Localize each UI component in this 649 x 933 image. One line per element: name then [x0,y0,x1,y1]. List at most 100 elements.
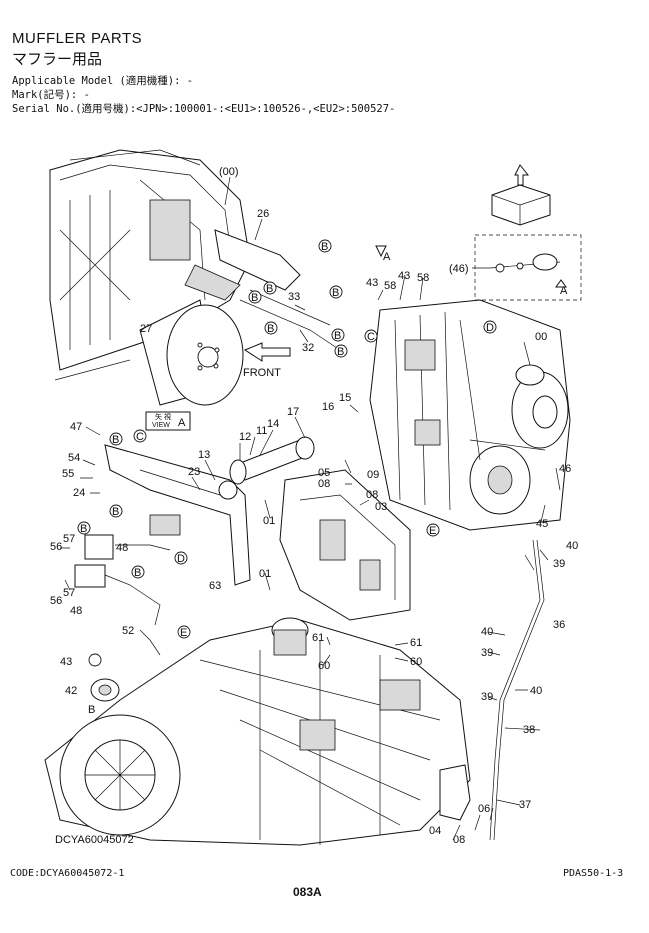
callout: 15 [339,392,351,404]
bracket-26-drawing [184,229,341,351]
callout: 09 [367,469,379,481]
callout: 42 [65,685,77,697]
svg-text:C: C [367,331,375,343]
page-title-japanese: マフラー用品 [12,51,103,68]
serial-number-field: Serial No.(適用号機):<JPN>:100001-:<EU1>:100… [12,103,396,115]
svg-text:D: D [177,553,185,565]
svg-text:E: E [180,627,187,639]
callout: 40 [566,540,578,552]
callout: 08 [366,489,378,501]
callout: (46) [449,263,469,275]
detail-46-drawing [489,253,561,273]
callout: 58 [417,272,429,284]
view-marker-a: A [375,245,391,263]
orientation-cube-icon [491,164,551,226]
callout: 04 [429,825,441,837]
callout: 60 [318,660,330,672]
callout: 47 [70,421,82,433]
svg-text:B: B [321,241,328,253]
callout: 39 [481,691,493,703]
callout: 58 [384,280,396,292]
exhaust-pipe-drawing [218,436,315,500]
callout: 61 [312,632,324,644]
callout: 13 [198,449,210,461]
callout: 01 [259,568,271,580]
callout: 55 [62,468,74,480]
callout: 39 [553,558,565,570]
callout: 39 [481,647,493,659]
bracket-03-drawing [279,469,411,621]
svg-text:B: B [80,523,87,535]
callout: 57 [63,587,75,599]
callout-numbers: (00) 26 27 33 32 00 15 16 17 14 11 12 13… [50,166,578,846]
svg-text:B: B [337,346,344,358]
callout: 32 [302,342,314,354]
svg-text:B: B [134,567,141,579]
callout: (00) [219,166,239,178]
callout: 12 [239,431,251,443]
view-marker-b: B [329,285,343,299]
svg-text:D: D [486,322,494,334]
callout: 54 [68,452,80,464]
svg-text:B: B [332,287,339,299]
callout: 27 [140,323,152,335]
drawing-id: DCYA60045072 [55,834,134,846]
svg-text:A: A [560,285,568,297]
svg-text:VIEW: VIEW [152,422,170,429]
detail-46-outline [474,234,582,301]
view-marker-b: B [331,328,345,342]
callout: 63 [209,580,221,592]
callout: 08 [453,834,465,846]
applicable-model: Applicable Model (適用機種): - [12,75,194,87]
pipe-36-37-drawing [489,539,545,841]
svg-text:矢 視: 矢 視 [155,412,171,421]
callout: 16 [322,401,334,413]
dpf-assembly-drawing [369,299,571,531]
view-marker-b: B [77,521,91,535]
view-marker-d: D [483,320,497,334]
svg-text:E: E [429,525,436,537]
svg-text:B: B [112,506,119,518]
callout: 52 [122,625,134,637]
callout: 00 [535,331,547,343]
engine-drawing [44,617,471,846]
detail-b-42-43 [88,653,120,702]
callout: 43 [366,277,378,289]
harness-48-drawing [60,534,171,626]
page-number: 083A [293,885,322,899]
callout: 56 [50,541,62,553]
callout: 40 [530,685,542,697]
view-a-box: 矢 視 VIEW A [145,411,191,431]
callout: 05 [318,467,330,479]
front-arrow [243,342,291,362]
view-marker-b: B [263,281,277,295]
footer-pdas: PDAS50-1-3 [563,868,624,879]
callout: 03 [375,501,387,513]
callout: 46 [559,463,571,475]
callout: 43 [398,270,410,282]
callout: 08 [318,478,330,490]
view-marker-b: B [109,504,123,518]
view-marker-d: D [174,551,188,565]
callout: 23 [188,466,200,478]
mark-field: Mark(記号): - [12,89,90,101]
muffler-cylinder-drawing [139,299,244,406]
view-marker-b: B [334,344,348,358]
callout: 37 [519,799,531,811]
view-markers: B B B B B B B B B B B C C D D E E A A [77,239,568,639]
view-marker-e: E [426,523,440,537]
view-a-letter: A [178,417,186,429]
footer-code: CODE:DCYA60045072-1 [10,868,125,879]
callout: 61 [410,637,422,649]
callout: 60 [410,656,422,668]
sensor-52-wire [139,629,161,656]
callout: 33 [288,291,300,303]
svg-text:B: B [251,292,258,304]
view-marker-a: A [555,279,568,297]
view-marker-b: B [264,321,278,335]
svg-text:A: A [383,251,391,263]
callout: 11 [256,425,267,437]
svg-text:B: B [266,283,273,295]
callout: 43 [60,656,72,668]
bracket-04-drawing [439,764,471,821]
